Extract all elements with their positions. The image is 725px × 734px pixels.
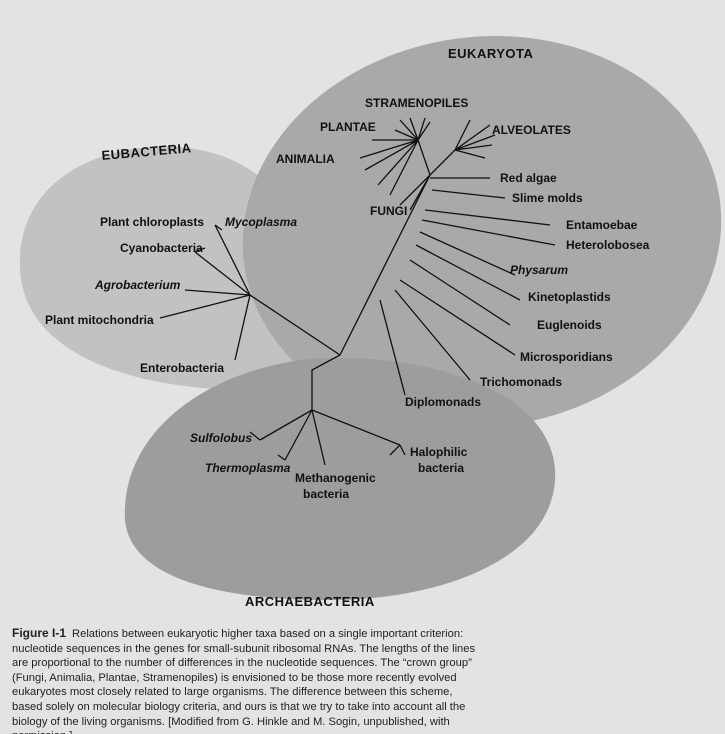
taxon-plant-chloroplasts: Plant chloroplasts xyxy=(100,215,204,229)
archaebacteria-region xyxy=(124,357,556,600)
taxon-methanogenic-bacteria-line2: bacteria xyxy=(303,487,349,501)
archaebacteria-label: ARCHAEBACTERIA xyxy=(245,594,375,609)
eukaryota-taxa: STRAMENOPILES PLANTAE ALVEOLATES ANIMALI… xyxy=(276,96,650,409)
taxon-stramenopiles: STRAMENOPILES xyxy=(365,96,468,110)
tree-branches xyxy=(159,117,556,466)
taxon-enterobacteria: Enterobacteria xyxy=(140,361,224,375)
archaebacteria-taxa: Sulfolobus Thermoplasma Methanogenic bac… xyxy=(190,431,468,501)
taxon-fungi: FUNGI xyxy=(370,204,407,218)
eukaryota-label: EUKARYOTA xyxy=(448,46,534,61)
taxon-sulfolobus: Sulfolobus xyxy=(190,431,252,445)
taxon-methanogenic-bacteria: Methanogenic xyxy=(295,471,376,485)
taxon-cyanobacteria: Cyanobacteria xyxy=(120,241,203,255)
caption-label: Figure I-1 xyxy=(12,626,67,640)
taxon-kinetoplastids: Kinetoplastids xyxy=(528,290,611,304)
taxon-plant-mitochondria: Plant mitochondria xyxy=(45,313,154,327)
taxon-physarum: Physarum xyxy=(510,263,568,277)
taxon-alveolates: ALVEOLATES xyxy=(492,123,571,137)
taxon-heterolobosea: Heterolobosea xyxy=(566,238,650,252)
taxon-animalia: ANIMALIA xyxy=(276,152,335,166)
taxon-red-algae: Red algae xyxy=(500,171,557,185)
taxon-mycoplasma: Mycoplasma xyxy=(225,215,297,229)
taxon-euglenoids: Euglenoids xyxy=(537,318,602,332)
taxon-microsporidians: Microsporidians xyxy=(520,350,613,364)
caption-text: Relations between eukaryotic higher taxa… xyxy=(12,628,476,734)
taxon-slime-molds: Slime molds xyxy=(512,191,583,205)
eubacteria-taxa: Plant chloroplasts Mycoplasma Cyanobacte… xyxy=(45,215,297,375)
taxon-halophilic-bacteria-line2: bacteria xyxy=(418,461,464,475)
taxon-diplomonads: Diplomonads xyxy=(405,395,481,409)
taxon-entamoebae: Entamoebae xyxy=(566,218,638,232)
taxon-trichomonads: Trichomonads xyxy=(480,375,562,389)
taxon-halophilic-bacteria: Halophilic xyxy=(410,445,468,459)
taxon-thermoplasma: Thermoplasma xyxy=(205,461,291,475)
eukaryota-region xyxy=(242,36,722,428)
taxon-plantae: PLANTAE xyxy=(320,120,376,134)
taxon-agrobacterium: Agrobacterium xyxy=(94,278,181,292)
